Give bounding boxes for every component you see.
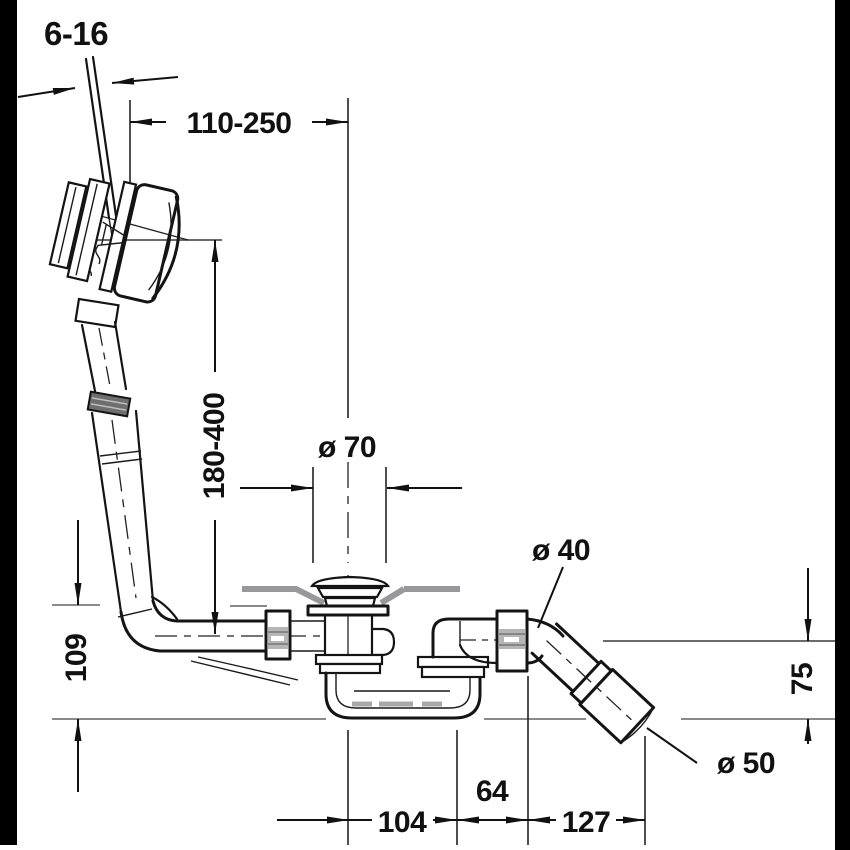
outlet-elbow — [431, 609, 529, 673]
trap-u-bend — [324, 655, 490, 720]
dim-height-right: 75 — [786, 663, 819, 695]
tub-floor — [242, 586, 460, 606]
dim-vertical-range: 180-400 — [198, 393, 231, 500]
leader-line-o40 — [537, 566, 564, 629]
extension-lines — [67, 98, 646, 845]
left-frame-bar — [0, 0, 17, 845]
dim-flange-diameter: ø 70 — [318, 431, 376, 464]
dim-outlet-diameter: ø 40 — [532, 534, 590, 567]
right-frame-bar — [835, 0, 850, 850]
outlet-pipe-45 — [525, 617, 656, 745]
dim-height-left: 109 — [60, 634, 93, 683]
overflow-fitting — [48, 177, 181, 304]
dim-horizontal-range: 110-250 — [187, 107, 292, 140]
dim-bottom-right: 127 — [562, 806, 611, 839]
dim-bottom-left: 104 — [378, 806, 427, 839]
leader-line-o50 — [646, 727, 698, 764]
reference-lines — [52, 239, 835, 720]
drain-waste-assembly — [306, 575, 396, 675]
overflow-pipe — [74, 297, 299, 686]
overflow-compression-nut — [264, 609, 325, 661]
dimension-labels: 6-16 110-250 180-400 ø 70 ø 40 ø 50 109 … — [44, 15, 819, 839]
dimension-lines — [17, 76, 812, 824]
dim-wall-thickness: 6-16 — [44, 15, 108, 52]
dim-sleeve-diameter: ø 50 — [717, 747, 775, 780]
dim-bottom-middle: 64 — [476, 775, 509, 808]
